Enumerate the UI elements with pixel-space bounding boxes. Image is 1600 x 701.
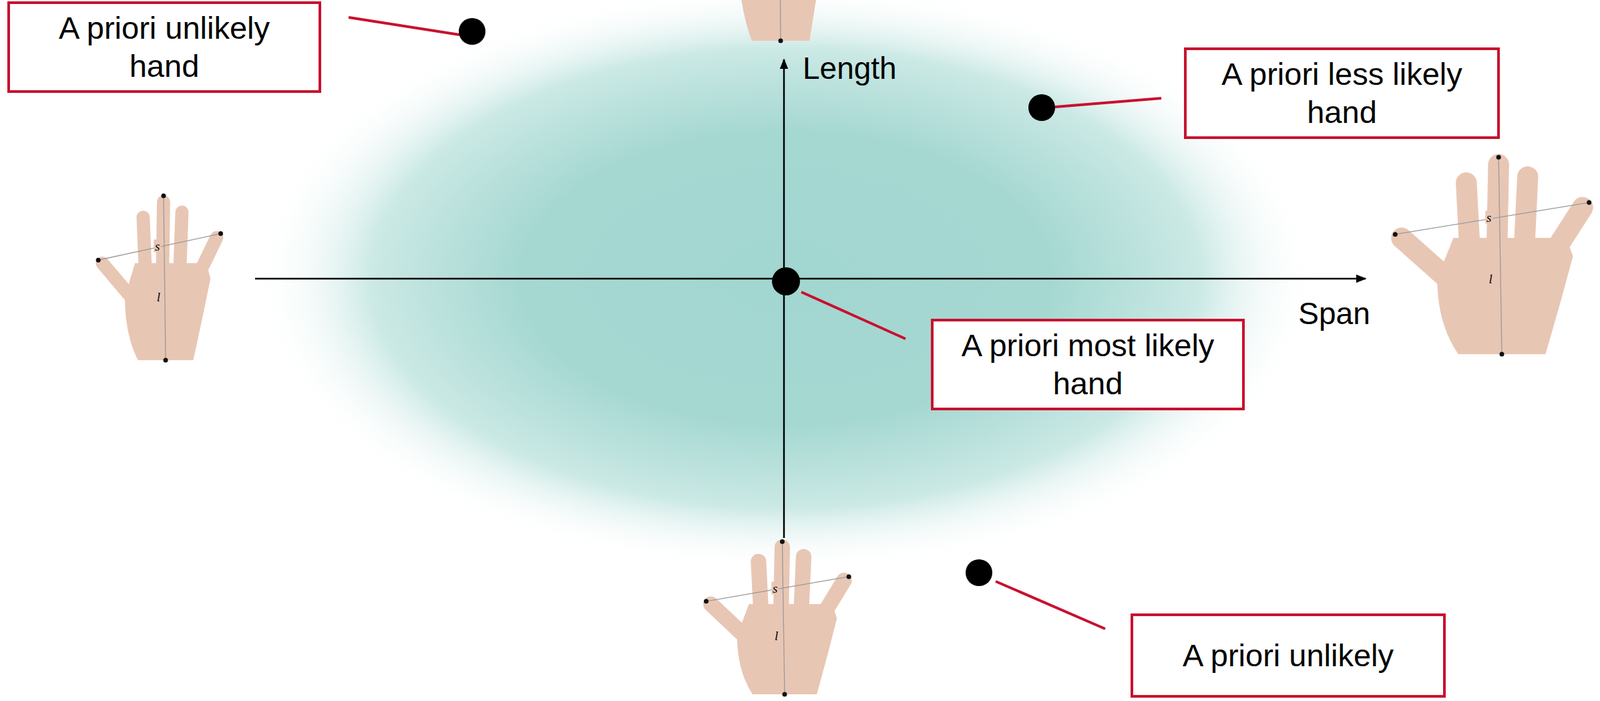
dimension-symbol: l: [1487, 271, 1494, 285]
measure-point: [846, 573, 852, 579]
measure-line: [163, 195, 166, 360]
hand-finger: [1497, 164, 1499, 244]
leader-line: [995, 580, 1106, 629]
dimension-symbol: l: [155, 290, 162, 304]
hand-figure: [707, 0, 841, 44]
measure-line: [706, 576, 850, 602]
hand-finger: [198, 237, 217, 274]
hand-finger: [801, 556, 805, 609]
measure-point: [1392, 231, 1398, 237]
measure-point: [778, 38, 784, 44]
hand-figure: [96, 192, 224, 362]
callout-text: A priori less likely hand: [1208, 55, 1476, 131]
measure-line: [1498, 156, 1502, 354]
sample-dot: [458, 18, 486, 45]
axis-label: Span: [1298, 296, 1370, 331]
measure-point: [1496, 154, 1502, 160]
callout-box: A priori unlikely: [1130, 613, 1446, 698]
hand-finger: [1524, 176, 1528, 245]
measure-line: [1394, 202, 1589, 235]
measure-point: [782, 691, 788, 697]
measure-point: [703, 598, 709, 604]
callout-text: A priori unlikely: [1182, 636, 1394, 674]
leader-line: [801, 291, 906, 339]
measure-line: [98, 233, 221, 261]
hand-finger: [1401, 237, 1448, 278]
measure-point: [163, 357, 169, 363]
dimension-symbol: s: [771, 580, 779, 594]
measure-point: [779, 538, 785, 544]
length-axis: [783, 59, 786, 538]
hand-finger: [1466, 182, 1470, 245]
hand-finger: [758, 560, 762, 609]
sample-dot: [771, 267, 800, 296]
callout-box: A priori unlikely hand: [7, 1, 322, 93]
hand-palm: [737, 0, 828, 41]
hand-finger: [102, 263, 131, 297]
prior-density: [255, 0, 1317, 572]
hand-figure: [1392, 154, 1592, 357]
hand-finger: [142, 217, 145, 268]
hand-figure: [703, 538, 852, 697]
span-axis: [255, 277, 1366, 280]
hand-finger: [179, 211, 182, 268]
measure-point: [1586, 200, 1592, 206]
callout-box: A priori most likely hand: [930, 318, 1245, 411]
sample-dot: [1028, 94, 1056, 121]
measure-point: [1499, 351, 1505, 357]
axis-label: Length: [802, 51, 897, 86]
measure-point: [160, 192, 166, 198]
callout-text: A priori most likely hand: [954, 326, 1222, 403]
leader-line: [348, 17, 460, 35]
hand-finger: [1555, 207, 1583, 250]
measure-line: [781, 540, 785, 694]
measure-line: [778, 0, 781, 41]
measure-point: [218, 231, 224, 236]
measure-point: [96, 257, 101, 263]
hand-finger: [711, 603, 745, 636]
callout-box: A priori less likely hand: [1183, 47, 1500, 139]
hand-finger: [824, 580, 845, 614]
dimension-symbol: s: [1485, 211, 1493, 224]
dimension-symbol: l: [773, 628, 780, 642]
callout-text: A priori unlikely hand: [30, 9, 298, 85]
sample-dot: [965, 558, 993, 586]
dimension-symbol: s: [153, 239, 161, 252]
leader-line: [1055, 98, 1162, 107]
hand-illustrations: [96, 0, 1592, 696]
